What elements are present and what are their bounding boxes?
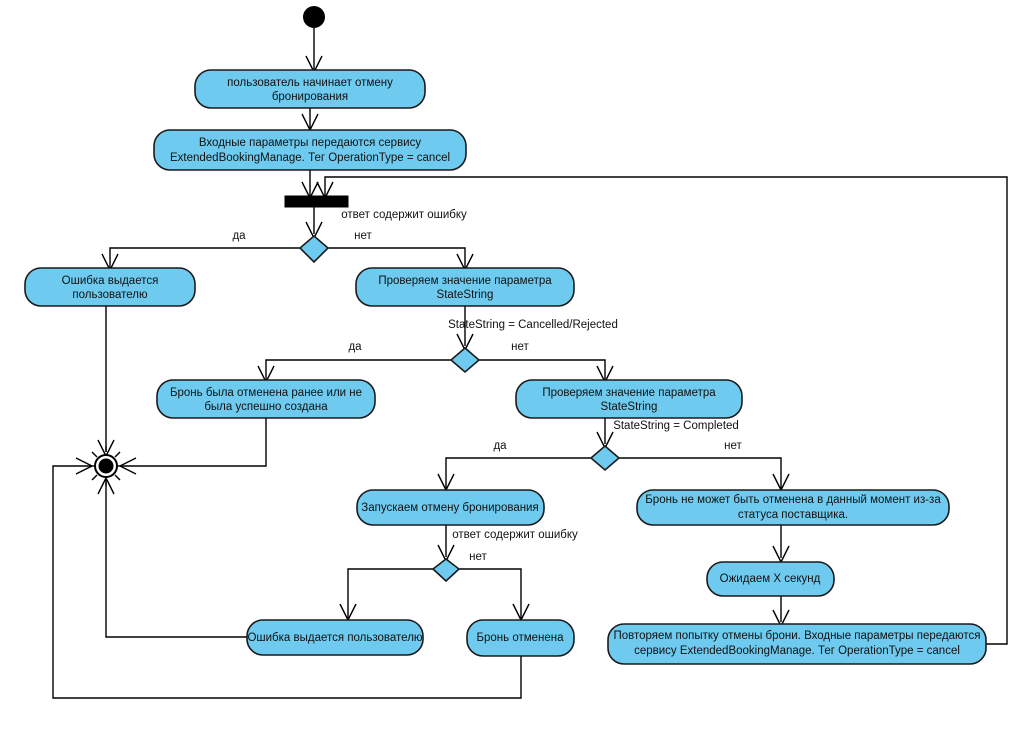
decision-node-response-has-error-2[interactable] — [431, 557, 461, 583]
action-node-check-statestring-1[interactable]: Проверяем значение параметра StateString — [355, 267, 575, 307]
edge-d4-no-to-n11 — [459, 568, 530, 622]
edge-d2-no-to-n6 — [479, 359, 614, 384]
n7-line1: Запускаем отмену бронирования — [361, 502, 538, 514]
edge-d2-yes-to-n5 — [257, 359, 451, 384]
action-node-booking-already-cancelled[interactable]: Бронь была отменена ранее или не была ус… — [156, 379, 376, 419]
n2-line1: Входные параметры передаются сервису — [199, 137, 421, 149]
edge-label-d3-no: нет — [724, 440, 742, 452]
n1-line2: бронирования — [272, 91, 348, 103]
edge-label-statestring-completed: StateString = Completed — [613, 420, 739, 432]
edge-d3-yes-to-n7 — [437, 457, 591, 492]
n9-line1: Ожидаем X секунд — [720, 573, 821, 585]
n8-line1: Бронь не может быть отменена в данный мо… — [645, 494, 941, 506]
n12-line1: Повторяем попытку отмены брони. Входные … — [613, 630, 980, 642]
n6-line2: StateString — [601, 401, 658, 413]
n5-line1: Бронь была отменена ранее или не — [170, 387, 362, 399]
edge-n8-to-n9 — [772, 525, 790, 564]
merge-bar-node — [284, 195, 349, 208]
n12-line2: сервису ExtendedBookingManage. Тег Opera… — [634, 645, 960, 657]
n1-line1: пользователь начинает отмену — [227, 77, 393, 89]
edge-d1-yes-to-n3 — [101, 247, 300, 272]
edge-label-d2-no: нет — [511, 341, 529, 353]
n6-line1: Проверяем значение параметра — [542, 387, 716, 399]
action-node-user-starts-cancellation[interactable]: пользователь начинает отмену бронировани… — [194, 69, 426, 109]
decision-node-statestring-completed[interactable] — [589, 444, 621, 472]
n11-line1: Бронь отменена — [476, 632, 564, 644]
n4-line2: StateString — [437, 289, 494, 301]
start-node — [303, 6, 325, 28]
decision-node-statestring-cancelled[interactable] — [449, 346, 481, 374]
edge-label-response-has-error-1: ответ содержит ошибку — [341, 209, 467, 221]
n3-line1: Ошибка выдается — [62, 275, 159, 287]
edge-n2-to-merge — [301, 170, 319, 200]
decision-node-response-has-error-1[interactable] — [298, 234, 330, 264]
edge-start-to-n1 — [305, 28, 323, 74]
action-node-check-statestring-2[interactable]: Проверяем значение параметра StateString — [515, 379, 743, 419]
edge-label-response-has-error-2: ответ содержит ошибку — [452, 529, 578, 541]
edge-label-d1-no: нет — [354, 230, 372, 242]
edge-merge-to-d1 — [305, 206, 323, 240]
action-node-retry-cancellation[interactable]: Повторяем попытку отмены брони. Входные … — [607, 623, 987, 665]
edge-label-d1-yes: да — [232, 230, 246, 242]
edge-d3-no-to-n8 — [619, 457, 790, 492]
action-node-wait-x-seconds[interactable]: Ожидаем X секунд — [706, 561, 835, 597]
action-node-error-shown-to-user-2[interactable]: Ошибка выдается пользователю — [246, 619, 424, 656]
edge-n1-to-n2 — [301, 108, 319, 132]
action-node-booking-cancelled[interactable]: Бронь отменена — [466, 619, 575, 657]
action-node-booking-cannot-be-cancelled[interactable]: Бронь не может быть отменена в данный мо… — [636, 489, 950, 526]
n10-line1: Ошибка выдается пользователю — [247, 632, 422, 644]
action-node-input-params-to-service[interactable]: Входные параметры передаются сервису Ext… — [153, 129, 467, 171]
edge-label-statestring-cancelled: StateString = Cancelled/Rejected — [448, 319, 618, 331]
n4-line1: Проверяем значение параметра — [378, 275, 552, 287]
edge-n6-to-d3 — [596, 418, 614, 450]
edge-d1-no-to-n4 — [328, 247, 474, 272]
edge-d4-yes-to-n10 — [339, 568, 433, 622]
edge-label-d2-yes: да — [348, 341, 362, 353]
edge-label-d3-yes: да — [493, 440, 507, 452]
n3-line2: пользователю — [72, 289, 148, 301]
edge-n10-to-final — [97, 476, 247, 638]
edge-label-d4-no: нет — [469, 551, 487, 563]
edge-n9-to-n12 — [772, 596, 790, 628]
edge-n5-to-final — [118, 418, 267, 475]
action-node-error-shown-to-user-1[interactable]: Ошибка выдается пользователю — [24, 267, 196, 307]
n8-line2: статуса поставщика. — [738, 509, 848, 521]
flow-final-node — [88, 446, 124, 486]
action-node-start-cancellation[interactable]: Запускаем отмену бронирования — [356, 489, 545, 526]
n5-line2: была успешно создана — [204, 401, 328, 413]
n2-line2: ExtendedBookingManage. Тег OperationType… — [170, 152, 450, 164]
edge-n3-to-final — [97, 306, 115, 458]
